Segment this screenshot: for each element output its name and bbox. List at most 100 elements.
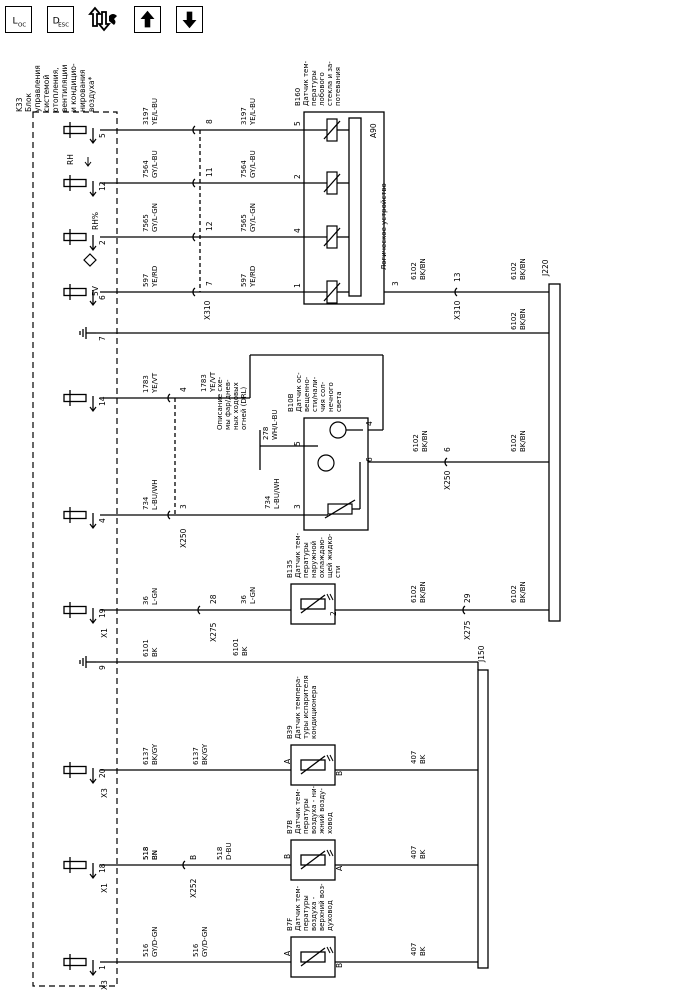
b135-title: Датчик тем- — [294, 532, 302, 578]
wire-circuit: 7564 — [142, 160, 150, 178]
b160-thermistor-slash — [323, 227, 341, 247]
wire-circuit: 278 — [262, 427, 270, 440]
k33-title: системой — [42, 75, 51, 112]
b7f-title: верхний воз- — [318, 883, 326, 931]
wire-color: BK/BN — [421, 430, 429, 452]
inline-connector — [444, 457, 448, 467]
wire-color: YE/RD — [151, 266, 159, 288]
location-icon[interactable]: L OC — [5, 6, 32, 33]
wire-color: BN — [151, 850, 159, 860]
b160-thermistor-slash — [323, 120, 341, 140]
k33-pin-number: 6 — [98, 295, 107, 300]
wire-circuit: 407 — [410, 751, 418, 764]
k33-title: K33 — [15, 97, 24, 112]
k33-pin-number: 7 — [98, 336, 107, 341]
connector-pin — [63, 232, 87, 242]
connector-swap-icon[interactable] — [87, 4, 121, 34]
wire-circuit: 516 — [192, 943, 200, 957]
windshield-icon — [83, 253, 97, 267]
toolbar: L OC D ESC — [0, 0, 700, 44]
b160-title: стекла и за- — [326, 61, 334, 106]
wire-color: BK — [419, 754, 427, 764]
x250-label: X250 — [443, 470, 452, 490]
k33-pin-number: 1 — [98, 965, 107, 970]
wire-circuit: 6137 — [192, 747, 200, 765]
wire-color: GY/D-GN — [201, 926, 209, 957]
wire-circuit: 6102 — [412, 434, 420, 452]
x275-pin: 29 — [463, 593, 472, 603]
wire-circuit: 518 — [216, 847, 224, 860]
wire-color: YE/L-BU — [151, 98, 159, 126]
arrow-up-icon[interactable] — [134, 6, 161, 33]
wire-color: BK/BN — [519, 308, 527, 330]
wire-color: GY/L-BU — [151, 150, 159, 178]
k33-pin-number: 19 — [98, 608, 107, 618]
wire-circuit: 6102 — [510, 434, 518, 452]
b10b-title: Датчик ос- — [295, 372, 303, 412]
b39-title: туры испарителя — [302, 675, 310, 739]
b160-thermistor-slash — [323, 173, 341, 193]
pin-arrow — [89, 873, 97, 879]
wire-color: L-BU/WH — [151, 479, 159, 510]
wire-color: BK/BN — [519, 581, 527, 603]
wire-circuit: 6102 — [510, 312, 518, 330]
b7f-pin: B — [335, 963, 344, 968]
wire-color: GY/L-GN — [249, 203, 257, 232]
b160-pin: 2 — [293, 174, 302, 179]
b135-title: пературы — [302, 542, 310, 578]
k33-connector-id: X1 — [100, 628, 109, 638]
b7b-pin: A — [335, 865, 344, 871]
k33-title: и кондицио- — [69, 63, 78, 112]
pin-arrow — [89, 406, 97, 412]
b135-pin: 2 — [329, 611, 338, 616]
light-sensor-diode-icon — [317, 454, 335, 472]
b10b-title: чия сол- — [319, 381, 327, 412]
wire-color: BK — [241, 646, 249, 656]
wire-color: L-GN — [249, 587, 257, 604]
wire-circuit: 6101 — [232, 638, 240, 656]
description-icon[interactable]: D ESC — [47, 6, 74, 33]
b135-sensor-temp-mark — [326, 593, 334, 601]
wire-color: YE/L-BU — [249, 98, 257, 126]
connector-pin — [63, 510, 87, 520]
wire-color: BK/BN — [519, 430, 527, 452]
connector-pin — [63, 957, 87, 967]
connector-pin — [63, 765, 87, 775]
b39-pin: B — [335, 771, 344, 776]
b10b-title: света — [335, 391, 343, 412]
k33-pin-number: 5 — [98, 133, 107, 138]
x252-label: X252 — [189, 878, 198, 898]
wire-circuit: 36 — [142, 596, 150, 605]
k33-title: управления — [33, 65, 42, 112]
b7f-title: воздуха - — [310, 896, 318, 931]
rh-arrow-icon — [84, 157, 92, 167]
connector-pin — [63, 125, 87, 135]
b10b-title: нечного — [327, 382, 335, 412]
wire-color: BK/GY — [201, 743, 209, 765]
wire-circuit: 1783 — [200, 374, 208, 392]
wire-circuit: 3197 — [142, 107, 150, 125]
b160-pin: 5 — [293, 121, 302, 126]
x310-pin: 7 — [205, 281, 214, 286]
x250-label: X250 — [179, 528, 188, 548]
b135-title: охлаждаю- — [318, 536, 326, 578]
inline-connector — [192, 287, 196, 297]
b135-sensor — [290, 583, 336, 625]
b10b-thermistor-slash — [324, 499, 356, 519]
k33-pin-number: 2 — [98, 240, 107, 245]
k33-title: Блок — [24, 92, 33, 112]
k33-pin-number: 20 — [98, 768, 107, 778]
b135-title: B135 — [286, 560, 294, 578]
wire-color: BK/BN — [519, 258, 527, 280]
b7b-title: ховод — [326, 812, 334, 834]
b160-sensor — [303, 111, 385, 305]
arrow-down-icon[interactable] — [176, 6, 203, 33]
wire-circuit: 407 — [410, 943, 418, 956]
wire-color: BK/BN — [419, 258, 427, 280]
rh-percent-symbol: RH% — [91, 212, 100, 230]
wire-color: GY/L-BU — [249, 150, 257, 178]
inline-connector — [167, 393, 171, 403]
inline-connector — [192, 178, 196, 188]
k33-pin-number: 18 — [98, 863, 107, 873]
b7f-title: духовод — [326, 900, 334, 931]
